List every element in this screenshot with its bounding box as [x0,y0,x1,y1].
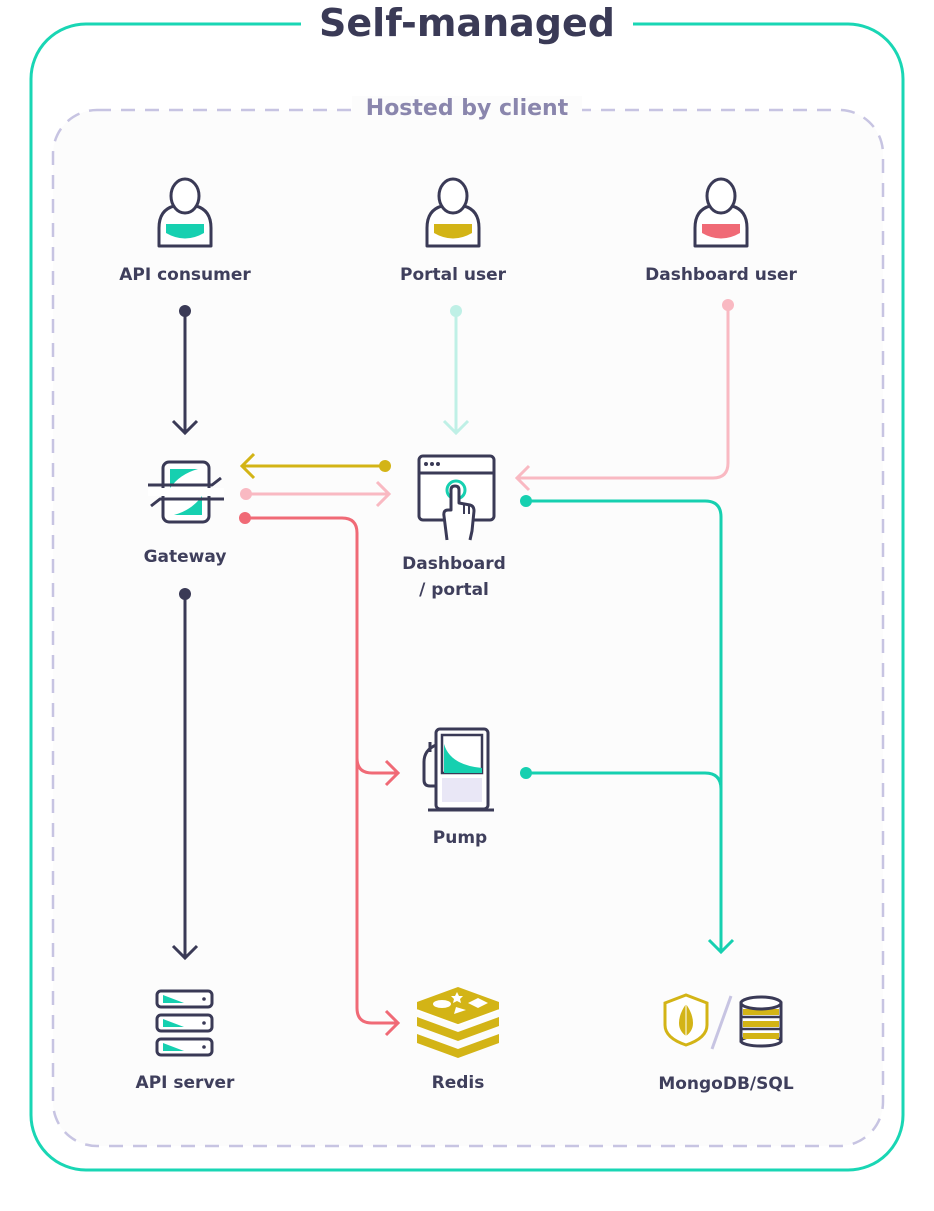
gateway-label: Gateway [143,547,227,567]
arrow-dashboard-to-gateway [239,452,385,480]
dashboard-portal-icon [417,454,496,541]
arrow-gateway-to-api-server [171,594,199,961]
portal-user-label: Portal user [399,265,506,285]
pump-label: Pump [432,828,488,848]
api-consumer-user-icon [157,177,213,248]
arrow-start-dot [379,460,391,472]
arrow-start-dot [520,495,532,507]
arrow-start-dot [520,767,532,779]
arrow-gateway-to-dashboard [246,480,392,508]
portal-label: / portal [419,580,489,600]
zone-label: Hosted by client [0,94,934,124]
api-server-label: API server [135,1073,235,1093]
redis-label: Redis [431,1073,485,1093]
arrow-dashboard-pump-to-database [526,499,735,955]
redis-icon [416,987,500,1058]
diagram-title: Self-managed [0,0,934,46]
api-server-icon [155,989,214,1057]
api-consumer-label: API consumer [119,265,251,285]
arrow-start-dot [179,588,191,600]
pump-icon [422,727,494,812]
arrow-consumer-to-gateway [171,311,199,436]
arrow-portal-user-to-dashboard [442,311,470,436]
arrow-dashboard-user-to-dashboard [514,305,730,492]
arrow-start-dot [722,299,734,311]
database-label: MongoDB/SQL [658,1074,794,1094]
arrow-start-dot [239,512,251,524]
arrow-start-dot [179,305,191,317]
arrow-gateway-to-pump-and-redis [245,516,401,1037]
sql-database-icon [739,995,783,1048]
dashboard-label: Dashboard [402,554,506,574]
arrow-start-dot [240,488,252,500]
mongodb-icon [663,993,709,1047]
separator-slash [710,995,733,1050]
dashboard-user-icon [693,177,749,248]
dashboard-user-label: Dashboard user [645,265,797,285]
arrow-start-dot [450,305,462,317]
gateway-icon [148,460,224,524]
portal-user-icon [425,177,481,248]
